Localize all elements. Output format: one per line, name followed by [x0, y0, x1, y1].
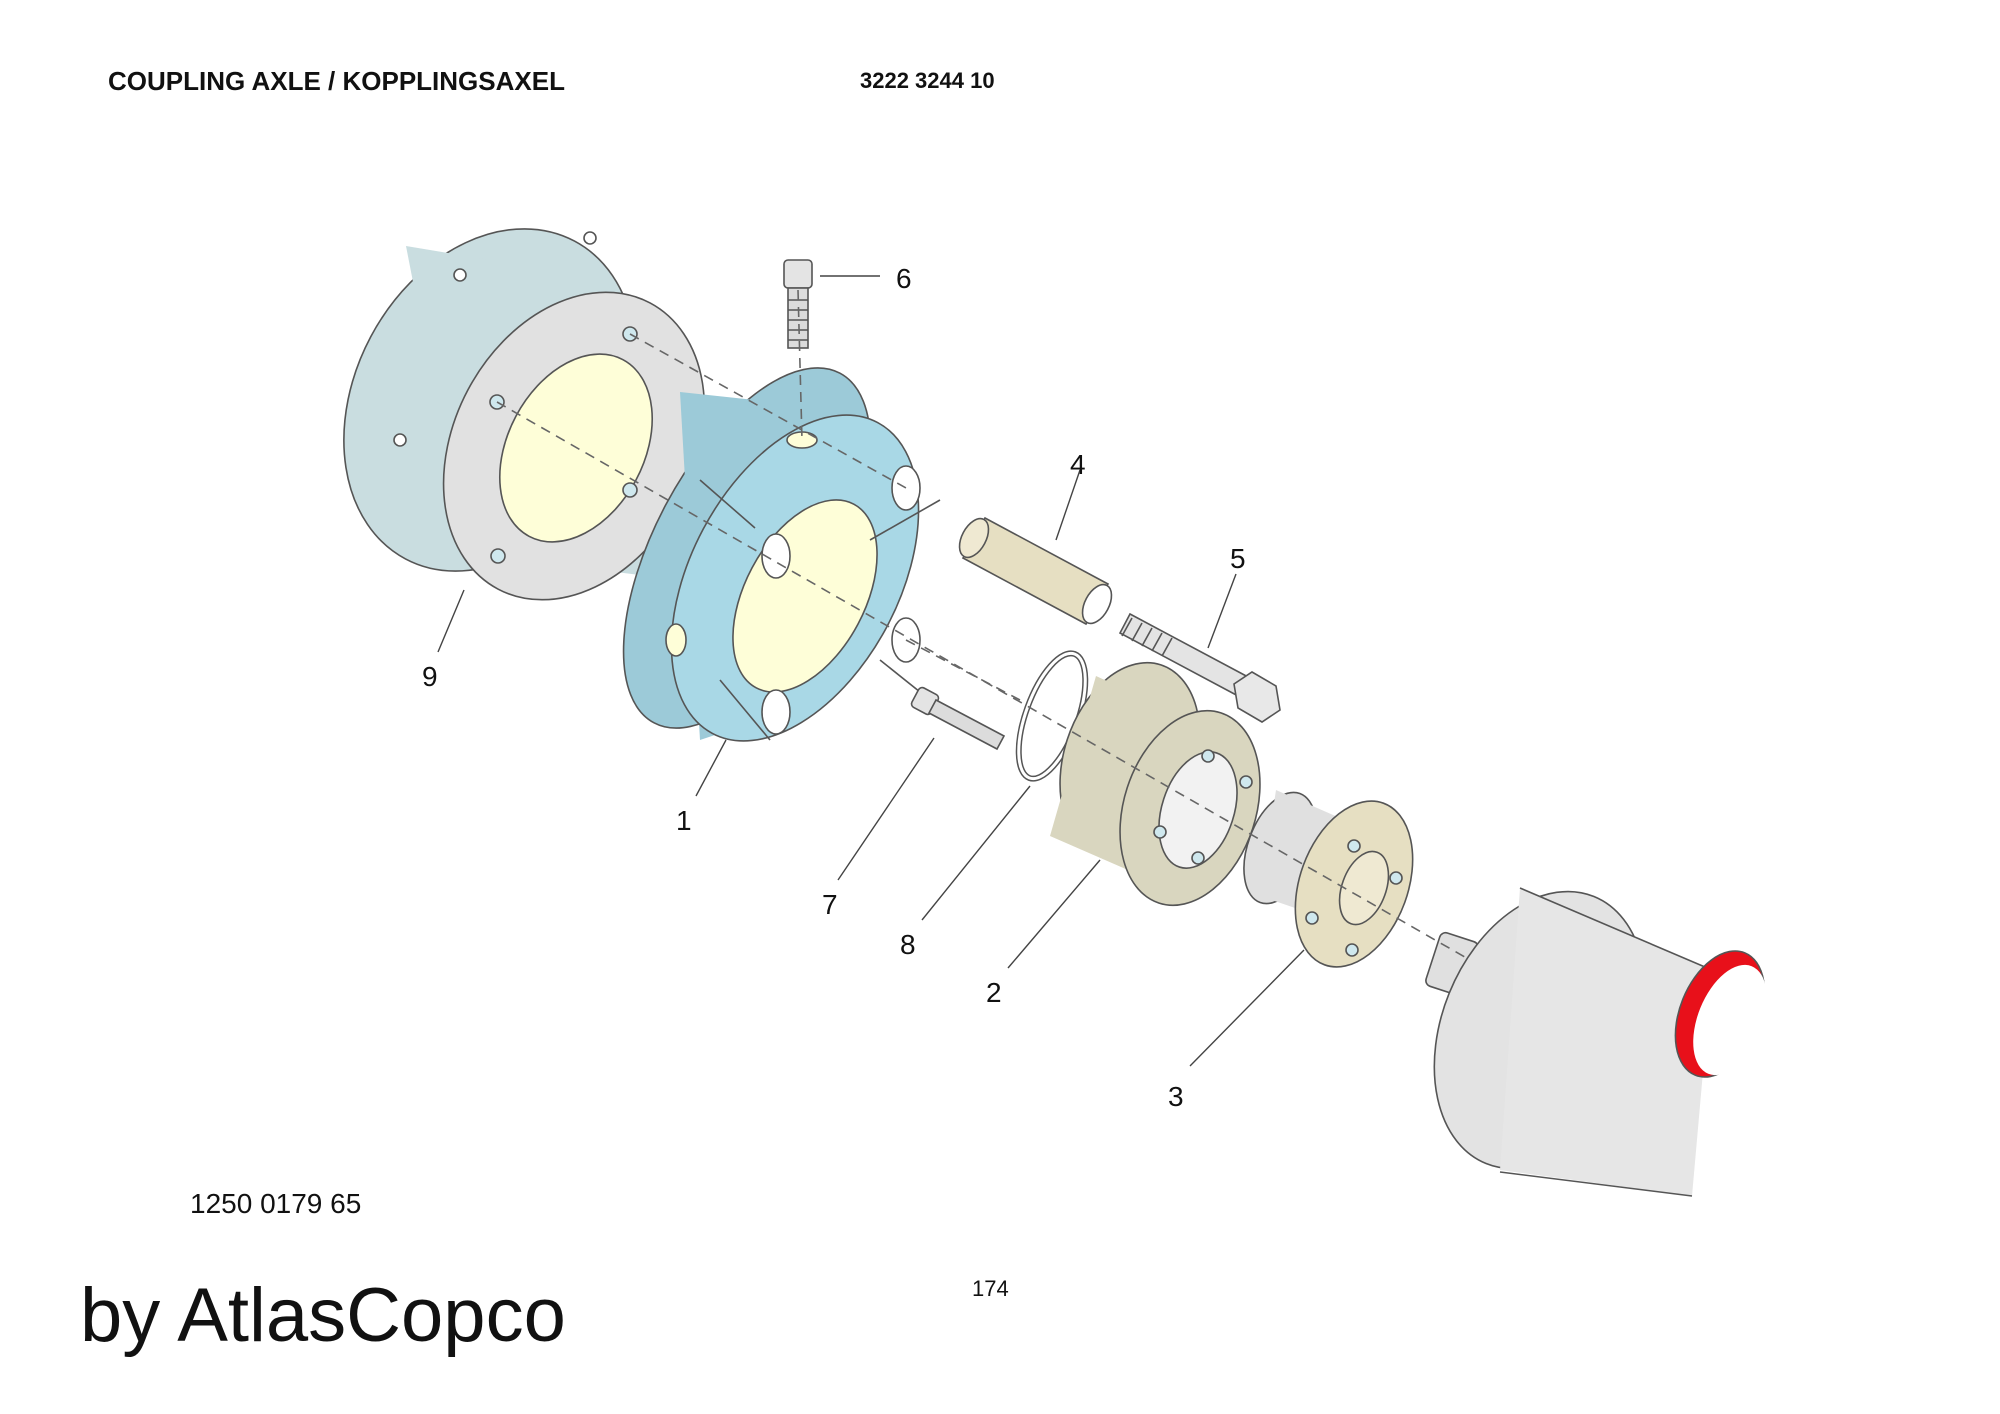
part-number: 3222 3244 10: [860, 68, 995, 93]
hub-part-2: [1050, 661, 1261, 907]
page-number: 174: [972, 1276, 1009, 1301]
callout-8: 8: [900, 929, 916, 960]
small-screw-part-7: [910, 686, 1006, 751]
flange-ring-part-9: [343, 228, 706, 601]
callout-1: 1: [676, 805, 692, 836]
callout-9: 9: [422, 661, 438, 692]
hex-bolt-part-5: [1118, 612, 1281, 723]
sleeve-part-4: [958, 516, 1113, 626]
page-title: COUPLING AXLE / KOPPLINGSAXEL: [108, 66, 565, 96]
callout-5: 5: [1230, 543, 1246, 574]
motor-housing: [1425, 887, 1767, 1197]
leader-lines: [437, 275, 1305, 1067]
callout-3: 3: [1168, 1081, 1184, 1112]
drawing-number: 1250 0179 65: [190, 1188, 362, 1219]
elastic-coupling-part-1: [622, 367, 941, 742]
cap-screw-part-6: [783, 259, 813, 349]
callout-6: 6: [896, 263, 912, 294]
assembly-axis-lines: [496, 289, 1471, 961]
splined-flange-part-3: [1243, 790, 1414, 968]
brand-credit: by AtlasCopco: [80, 1273, 566, 1358]
callout-2: 2: [986, 977, 1002, 1008]
callout-7: 7: [822, 889, 838, 920]
callout-4: 4: [1070, 449, 1086, 480]
